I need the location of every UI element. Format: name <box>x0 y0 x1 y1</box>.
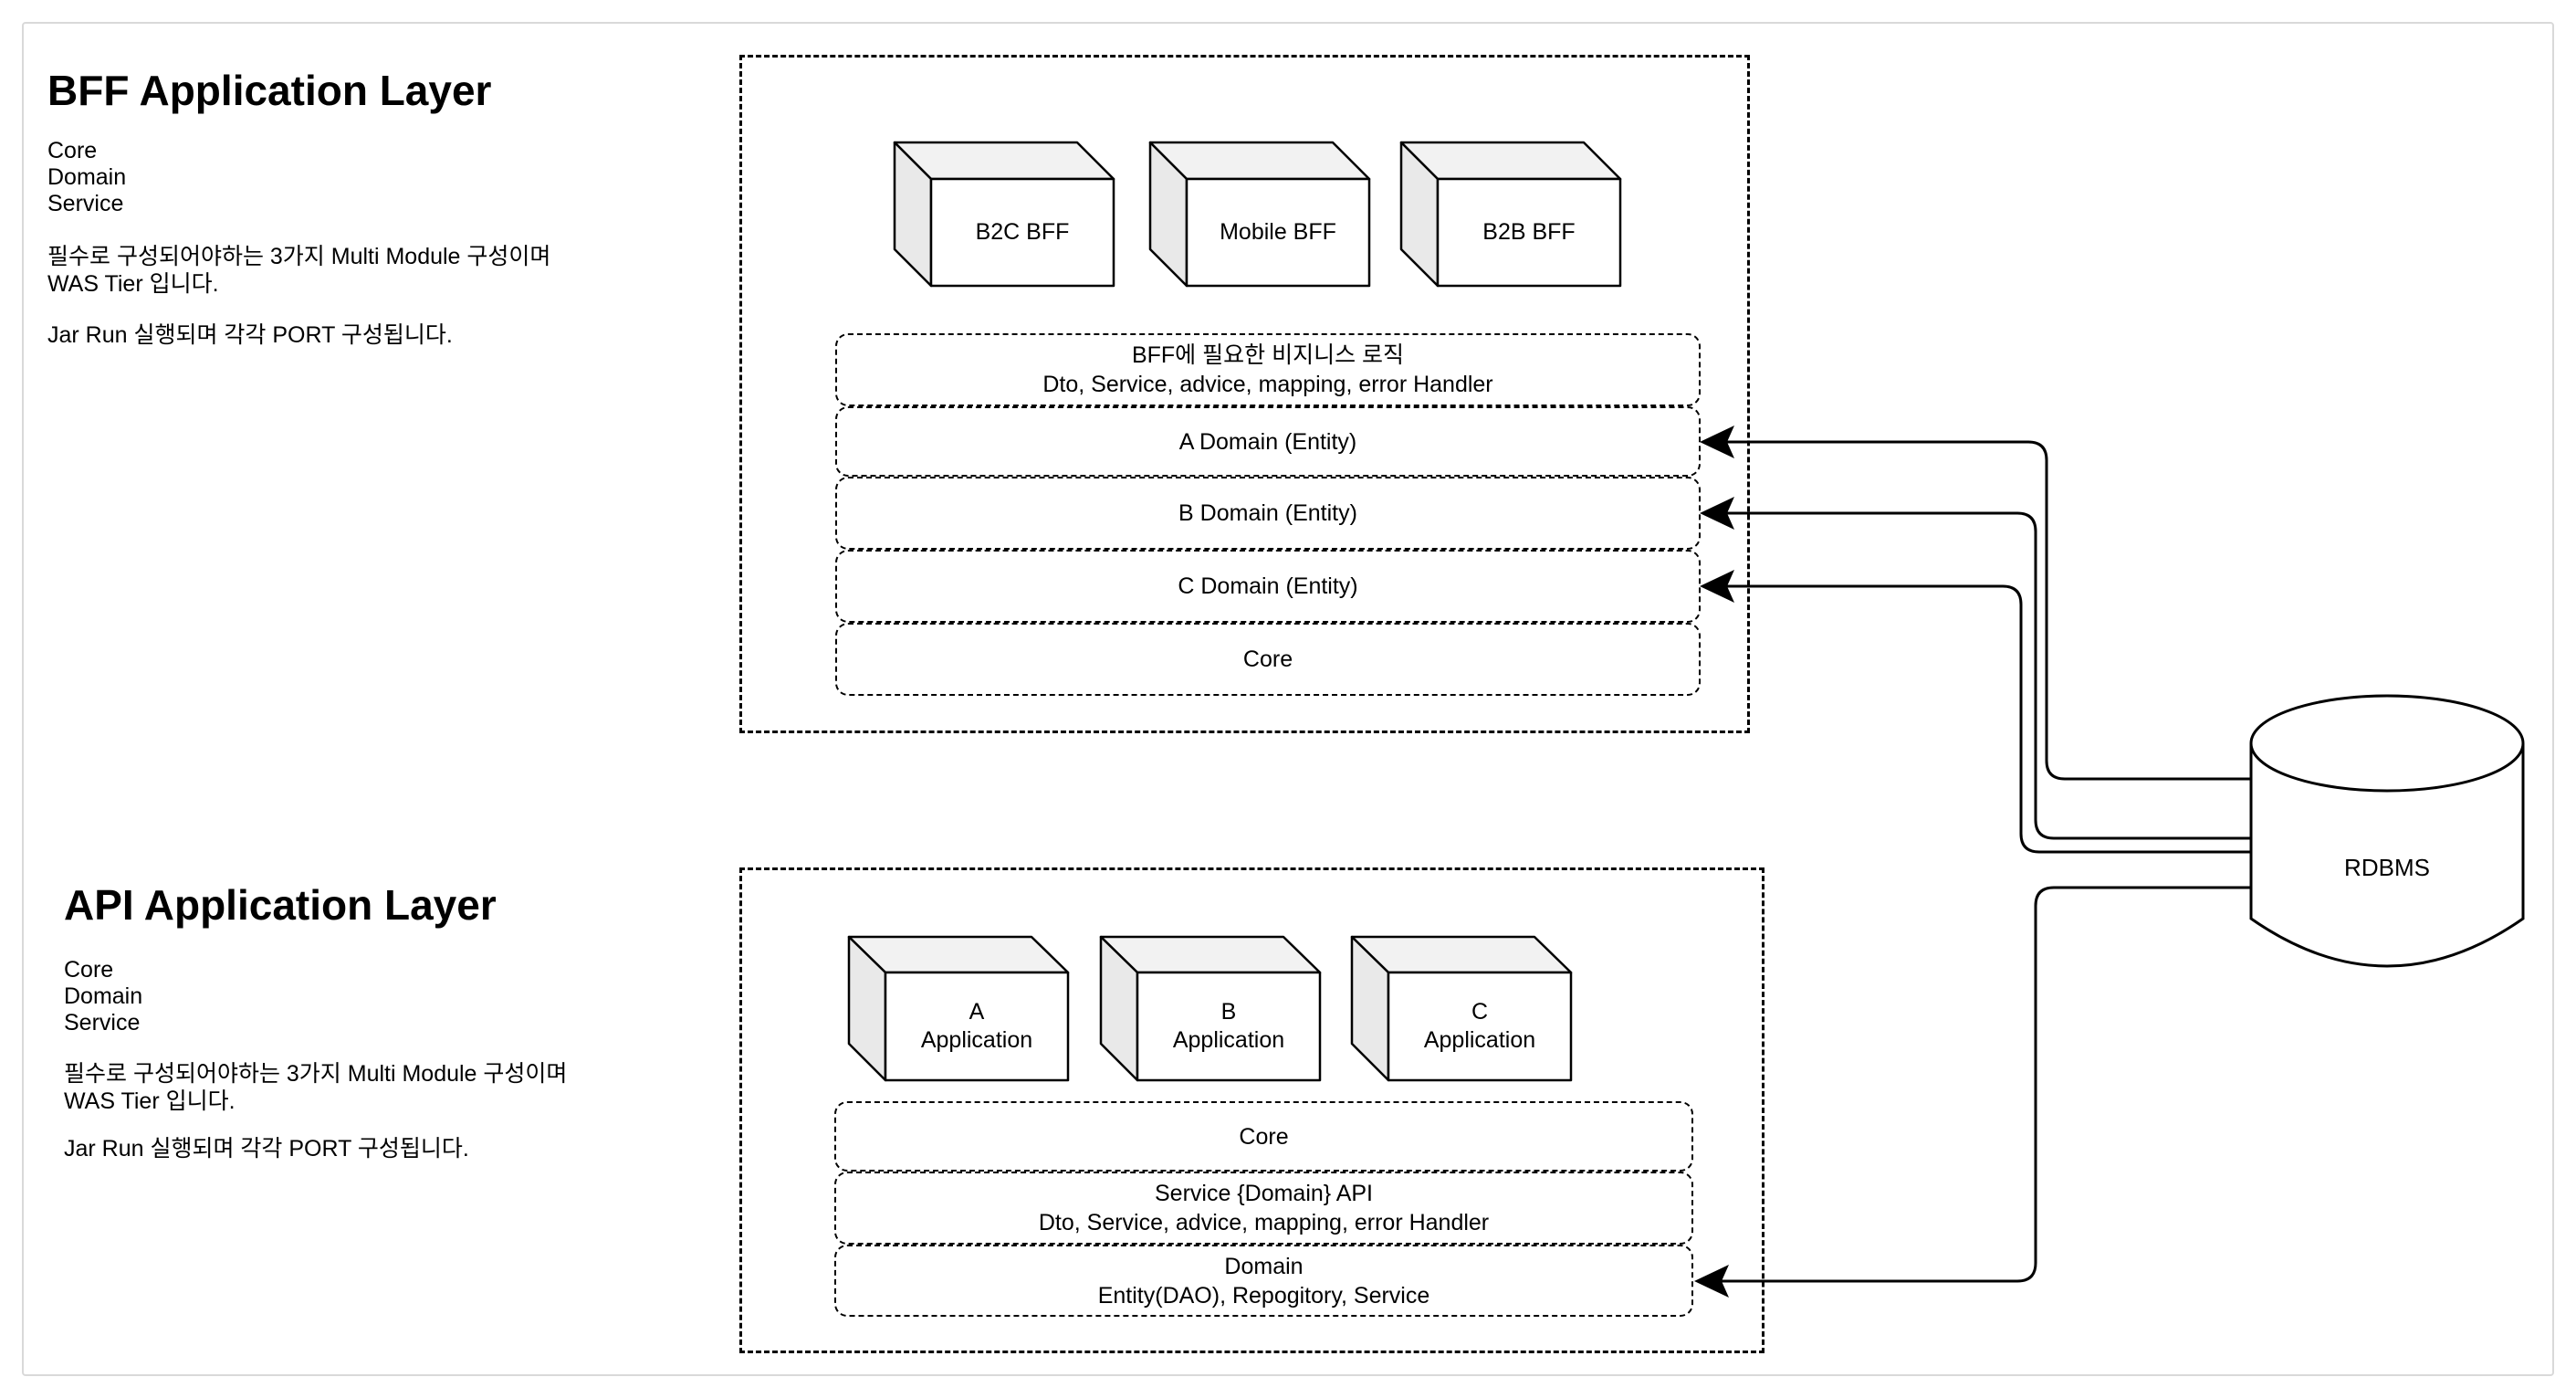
c-application-line1: C <box>1471 999 1489 1025</box>
a-application-box-label: A Application <box>885 972 1068 1080</box>
bff-row-b-domain: B Domain (Entity) <box>835 477 1701 550</box>
bff-module-domain: Domain <box>47 164 127 190</box>
bff-description-line2: WAS Tier 입니다. <box>47 271 219 297</box>
bff-row-business-logic-title: BFF에 필요한 비지니스 로직 <box>1131 342 1405 368</box>
api-row-domain-title: Domain <box>1224 1253 1304 1279</box>
bff-module-core: Core <box>47 138 98 163</box>
api-row-core: Core <box>834 1101 1693 1172</box>
api-layer-title: API Application Layer <box>64 881 497 929</box>
api-row-core-label: Core <box>1239 1123 1289 1150</box>
b2b-bff-box-label: B2B BFF <box>1482 219 1576 245</box>
api-row-service-api-detail: Dto, Service, advice, mapping, error Han… <box>1038 1210 1490 1235</box>
bff-row-business-logic: BFF에 필요한 비지니스 로직 Dto, Service, advice, m… <box>835 333 1701 406</box>
api-module-list: Core Domain Service <box>64 957 142 1036</box>
bff-description: 필수로 구성되어야하는 3가지 Multi Module 구성이며 WAS Ti… <box>47 243 550 298</box>
api-row-service-api-title: Service {Domain} API <box>1154 1181 1373 1206</box>
bff-layer-title: BFF Application Layer <box>47 67 492 114</box>
a-application-line1: A <box>969 999 985 1025</box>
bff-row-business-logic-detail: Dto, Service, advice, mapping, error Han… <box>1042 372 1493 397</box>
rdbms-label: RDBMS <box>2344 853 2430 881</box>
bff-layer-container <box>739 55 1750 733</box>
bff-row-c-domain-label: C Domain (Entity) <box>1178 573 1358 599</box>
a-application-line2: Application <box>920 1027 1033 1053</box>
api-description-line2: WAS Tier 입니다. <box>64 1088 236 1114</box>
b2c-bff-box-label: B2C BFF <box>975 219 1070 245</box>
b-application-box-label: B Application <box>1137 972 1320 1080</box>
c-application-box-label: C Application <box>1388 972 1571 1080</box>
api-description-line1: 필수로 구성되어야하는 3가지 Multi Module 구성이며 <box>64 1061 568 1087</box>
bff-row-c-domain: C Domain (Entity) <box>835 550 1701 623</box>
api-run-note: Jar Run 실행되며 각각 PORT 구성됩니다. <box>64 1136 469 1161</box>
api-module-core: Core <box>64 957 114 983</box>
bff-run-note: Jar Run 실행되며 각각 PORT 구성됩니다. <box>47 322 453 348</box>
bff-row-a-domain-label: A Domain (Entity) <box>1178 428 1357 455</box>
api-row-domain-detail: Entity(DAO), Repogitory, Service <box>1097 1282 1430 1309</box>
page-frame <box>22 22 2554 1376</box>
bff-description-line1: 필수로 구성되어야하는 3가지 Multi Module 구성이며 <box>47 244 551 269</box>
api-module-service: Service <box>64 1010 141 1035</box>
api-module-domain: Domain <box>64 983 143 1009</box>
bff-row-core-label: Core <box>1242 646 1293 672</box>
api-row-domain: Domain Entity(DAO), Repogitory, Service <box>834 1245 1693 1317</box>
api-description: 필수로 구성되어야하는 3가지 Multi Module 구성이며 WAS Ti… <box>64 1060 567 1115</box>
bff-row-core: Core <box>835 623 1701 696</box>
b-application-line2: Application <box>1172 1027 1285 1053</box>
bff-module-list: Core Domain Service <box>47 138 126 217</box>
bff-row-a-domain: A Domain (Entity) <box>835 406 1701 477</box>
b-application-line1: B <box>1220 999 1237 1025</box>
bff-row-b-domain-label: B Domain (Entity) <box>1178 500 1357 526</box>
bff-module-service: Service <box>47 191 124 216</box>
mobile-bff-box-label: Mobile BFF <box>1220 219 1336 245</box>
c-application-line2: Application <box>1423 1027 1536 1053</box>
api-row-service-api: Service {Domain} API Dto, Service, advic… <box>834 1172 1693 1245</box>
